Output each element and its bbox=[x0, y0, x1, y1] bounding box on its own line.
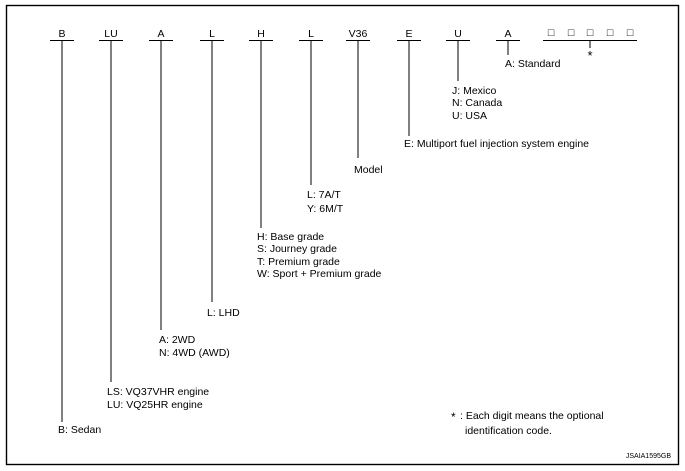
code-model: V36 bbox=[349, 28, 368, 40]
legend-body: B: Sedan bbox=[58, 424, 101, 436]
legend-grade: S: Journey grade bbox=[257, 243, 337, 255]
footnote: * : Each digit means the optional identi… bbox=[451, 410, 604, 437]
legend-model: Model bbox=[354, 164, 383, 176]
footnote-marker: * bbox=[451, 410, 456, 424]
code-body: B bbox=[58, 28, 65, 40]
code-engine-type: E bbox=[405, 28, 412, 40]
legend-engine: LU: VQ25HR engine bbox=[107, 399, 203, 411]
suffix-box: □ bbox=[627, 27, 634, 39]
legend-transmission: Y: 6M/T bbox=[307, 203, 344, 215]
suffix-box: □ bbox=[568, 27, 575, 39]
code-drive: A bbox=[157, 28, 164, 40]
legend-market: N: Canada bbox=[452, 97, 502, 109]
leader-lines bbox=[61, 41, 591, 422]
suffix-box: □ bbox=[607, 27, 614, 39]
legend-market: U: USA bbox=[452, 110, 487, 122]
legend-standard: A: Standard bbox=[505, 58, 561, 70]
legend-drive: A: 2WD bbox=[159, 334, 196, 346]
legend-market: J: Mexico bbox=[452, 85, 497, 97]
code-letters: B LU A L H L V36 E U A bbox=[58, 28, 511, 40]
legend-engine-type: E: Multiport fuel injection system engin… bbox=[404, 138, 589, 150]
suffix-asterisk: * bbox=[587, 48, 592, 63]
legend-transmission: L: 7A/T bbox=[307, 189, 341, 201]
legend: A: Standard J: Mexico N: Canada U: USA E… bbox=[58, 58, 589, 436]
footnote-line2: identification code. bbox=[465, 425, 552, 437]
legend-grade: W: Sport + Premium grade bbox=[257, 268, 382, 280]
code-grade: H bbox=[257, 28, 265, 40]
suffix-boxes: □ □ □ □ □ bbox=[548, 27, 634, 39]
figure-id: JSAIA1595GB bbox=[626, 453, 671, 460]
code-market: U bbox=[454, 28, 462, 40]
legend-drive: N: 4WD (AWD) bbox=[159, 347, 230, 359]
code-engine: LU bbox=[104, 28, 117, 40]
suffix-box: □ bbox=[587, 27, 594, 39]
code-steering: L bbox=[209, 28, 215, 40]
legend-steering: L: LHD bbox=[207, 307, 240, 319]
suffix-box: □ bbox=[548, 27, 555, 39]
legend-engine: LS: VQ37VHR engine bbox=[107, 386, 209, 398]
legend-grade: H: Base grade bbox=[257, 231, 324, 243]
footnote-line1: : Each digit means the optional bbox=[460, 410, 604, 422]
code-standard: A bbox=[504, 28, 511, 40]
diagram-border bbox=[5, 4, 680, 466]
code-transmission: L bbox=[308, 28, 314, 40]
legend-grade: T: Premium grade bbox=[257, 256, 340, 268]
